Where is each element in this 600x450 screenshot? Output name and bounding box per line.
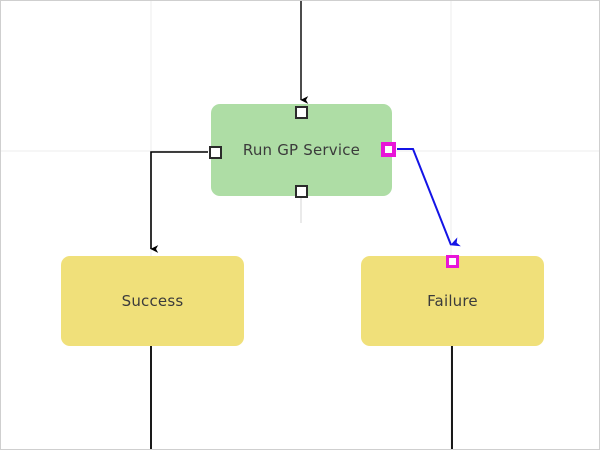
edge-run-gp-service-to-success[interactable]: [150, 151, 208, 253]
edge-run-gp-service-to-failure[interactable]: [397, 148, 461, 247]
node-success[interactable]: Success: [61, 256, 244, 346]
port-run-gp-service-left[interactable]: [209, 146, 222, 159]
port-failure-top[interactable]: [446, 255, 459, 268]
node-label: Success: [121, 291, 184, 310]
node-failure[interactable]: Failure: [361, 256, 544, 346]
node-run-gp-service[interactable]: Run GP Service: [211, 104, 392, 196]
port-run-gp-service-top[interactable]: [295, 106, 308, 119]
port-run-gp-service-bottom[interactable]: [295, 185, 308, 198]
port-run-gp-service-right[interactable]: [381, 142, 396, 157]
node-label: Run GP Service: [242, 140, 361, 159]
node-label: Failure: [427, 291, 478, 310]
